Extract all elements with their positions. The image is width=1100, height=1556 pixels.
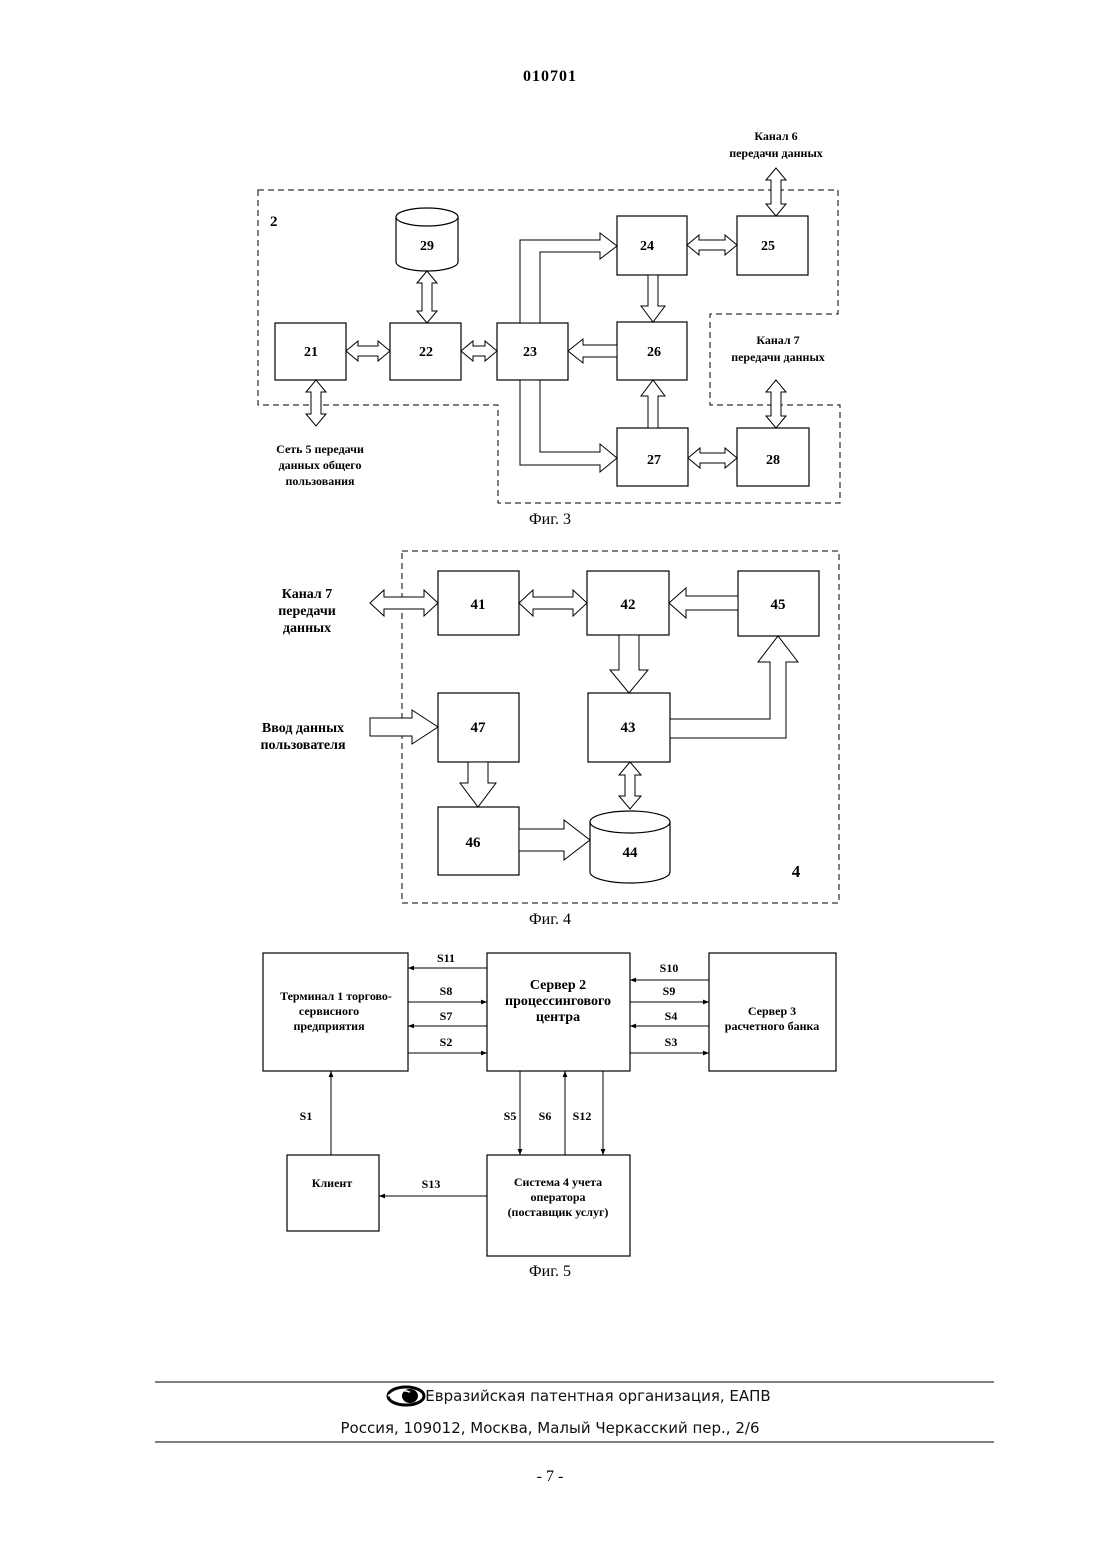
fig5-signal-s10: S10 — [660, 961, 679, 975]
fig5-system4-line3: (поставщик услуг) — [508, 1205, 609, 1219]
fig5-signal-s11: S11 — [437, 951, 455, 965]
fig3-arrow-21-network — [306, 380, 326, 426]
fig5-server2-line1: Сервер 2 — [530, 978, 586, 993]
fig4-arrow-43-44 — [619, 762, 641, 809]
fig3-arrow-26-23 — [568, 339, 617, 363]
figure-5: Терминал 1 торгово- сервисного предприят… — [263, 951, 836, 1280]
fig3-channel7-line1: Канал 7 — [756, 333, 799, 347]
fig4-block-44-label: 44 — [623, 845, 639, 861]
fig5-server3-line1: Сервер 3 — [748, 1004, 796, 1018]
fig4-container-label: 4 — [792, 862, 801, 881]
fig5-terminal-line1: Терминал 1 торгово- — [280, 989, 392, 1003]
fig5-signal-s2: S2 — [440, 1035, 453, 1049]
fig4-block-41-label: 41 — [471, 597, 486, 613]
fig3-network5-line3: пользования — [285, 474, 355, 488]
fig3-arrow-24-26 — [641, 275, 665, 322]
fig4-channel7-line2: передачи — [278, 604, 336, 619]
fig3-block-29: 29 — [396, 208, 458, 271]
footer-address: Россия, 109012, Москва, Малый Черкасский… — [0, 1419, 1100, 1437]
fig4-arrow-41-42 — [519, 590, 587, 616]
footer-org-text: Евразийская патентная организация, ЕАПВ — [329, 1387, 770, 1405]
fig3-block-22-label: 22 — [419, 345, 433, 360]
fig4-block-46-label: 46 — [466, 835, 482, 851]
fig3-arrow-25-channel6 — [766, 168, 786, 216]
fig3-arrow-22-23 — [461, 341, 497, 361]
fig3-block-27-label: 27 — [647, 453, 661, 468]
fig4-block-44: 44 — [590, 811, 670, 883]
fig5-system4-line1: Система 4 учета — [514, 1175, 602, 1189]
footer-organization: Евразийская патентная организация, ЕАПВ — [0, 1387, 1100, 1405]
fig5-signal-s3: S3 — [665, 1035, 678, 1049]
fig5-caption: Фиг. 5 — [529, 1263, 571, 1280]
fig5-client-label: Клиент — [312, 1176, 353, 1190]
fig3-block-26-label: 26 — [647, 345, 661, 360]
fig5-signal-s12: S12 — [573, 1109, 592, 1123]
fig3-block-24-label: 24 — [640, 239, 654, 254]
fig3-arrow-29-22 — [417, 271, 437, 323]
fig3-block-23-label: 23 — [523, 345, 537, 360]
fig5-client-box — [287, 1155, 379, 1231]
fig4-arrow-45-42 — [669, 588, 738, 618]
fig5-signal-s7: S7 — [440, 1009, 453, 1023]
fig4-block-43-label: 43 — [621, 720, 636, 736]
fig3-arrow-24-25 — [687, 235, 737, 255]
fig3-block-25-label: 25 — [761, 239, 775, 254]
fig4-block-42-label: 42 — [621, 597, 636, 613]
fig5-signal-s6: S6 — [539, 1109, 552, 1123]
fig3-channel6-line2: передачи данных — [729, 146, 823, 160]
fig5-signal-s9: S9 — [663, 984, 676, 998]
fig3-network5-line1: Сеть 5 передачи — [276, 442, 364, 456]
fig4-block-45-label: 45 — [771, 597, 786, 613]
fig5-terminal-line3: предприятия — [293, 1019, 365, 1033]
fig5-signal-s4: S4 — [665, 1009, 678, 1023]
fig5-server3-line2: расчетного банка — [725, 1019, 819, 1033]
fig3-block-21-label: 21 — [304, 345, 318, 360]
fig3-block-29-label: 29 — [420, 239, 434, 254]
fig4-arrow-42-43 — [610, 635, 648, 693]
fig3-arrow-27-26 — [641, 380, 665, 428]
fig4-user-input-line2: пользователя — [260, 738, 345, 753]
page-number: - 7 - — [0, 1468, 1100, 1486]
fig4-arrow-47-46 — [460, 762, 496, 807]
fig4-user-input-line1: Ввод данных — [262, 721, 344, 736]
fig4-arrow-43-45 — [670, 636, 798, 738]
fig5-system4-line2: оператора — [530, 1190, 585, 1204]
fig3-arrow-23-24 — [520, 233, 617, 323]
fig5-server2-line2: процессингового — [505, 994, 611, 1009]
fig4-arrow-input-47 — [370, 710, 438, 744]
fig5-signal-s13: S13 — [422, 1177, 441, 1191]
fig3-caption: Фиг. 3 — [529, 511, 571, 528]
fig3-network5-line2: данных общего — [279, 458, 362, 472]
fig4-caption: Фиг. 4 — [529, 911, 571, 928]
fig3-arrow-21-22 — [346, 341, 390, 361]
figure-4: 4 41 42 45 43 47 46 44 — [260, 551, 839, 928]
fig3-arrow-28-channel7 — [766, 380, 786, 428]
fig4-arrow-46-44 — [519, 820, 590, 860]
fig3-arrow-23-27 — [520, 380, 617, 472]
fig5-server2-line3: центра — [536, 1010, 580, 1025]
fig5-terminal-line2: сервисного — [299, 1004, 359, 1018]
fig4-arrow-channel7-41 — [370, 590, 438, 616]
fig5-signal-s1: S1 — [300, 1109, 313, 1123]
fig3-block-28-label: 28 — [766, 453, 780, 468]
fig3-arrow-27-28 — [688, 448, 737, 468]
fig4-block-47-label: 47 — [471, 720, 487, 736]
fig3-container-label: 2 — [270, 214, 278, 230]
figure-3: 2 29 21 22 23 24 25 26 27 28 — [258, 129, 840, 528]
fig3-channel6-line1: Канал 6 — [754, 129, 797, 143]
fig4-channel7-line1: Канал 7 — [282, 587, 333, 602]
fig4-channel7-line3: данных — [283, 621, 331, 636]
fig5-signal-s5: S5 — [504, 1109, 517, 1123]
fig3-channel7-line2: передачи данных — [731, 350, 825, 364]
fig5-signal-s8: S8 — [440, 984, 453, 998]
